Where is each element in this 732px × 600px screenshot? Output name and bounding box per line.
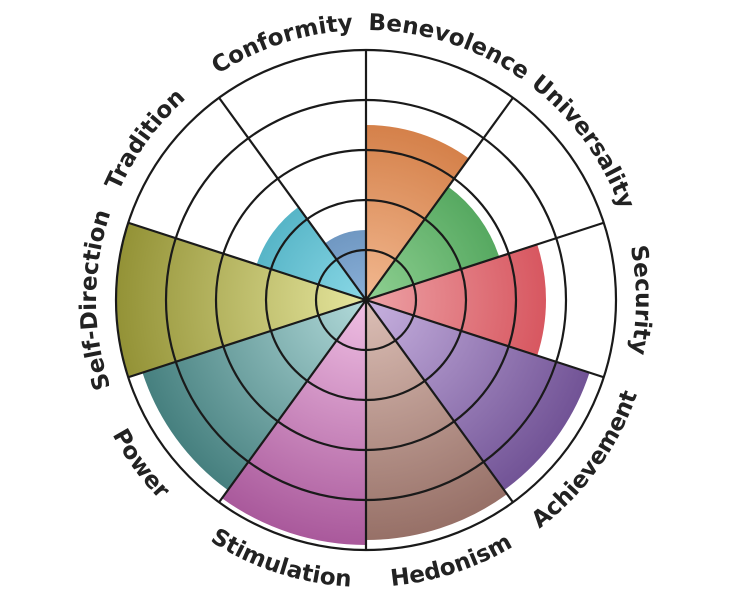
- label-hedonism: Hedonism: [389, 529, 516, 592]
- wedge-power: [142, 300, 366, 491]
- grid-spoke-8: [127, 221, 367, 302]
- label-conformity: Conformity: [207, 10, 353, 79]
- wedge-layer: [116, 125, 590, 545]
- wedge-tradition: [256, 206, 366, 300]
- grid-spoke-4: [365, 299, 514, 503]
- grid-spoke-6: [218, 299, 367, 503]
- wedge-self-direction: [116, 222, 367, 378]
- wedge-hedonism: [366, 300, 508, 540]
- wedge-universality: [366, 186, 500, 300]
- wedge-security: [366, 244, 546, 356]
- grid-layer: [114, 48, 618, 552]
- grid-spoke-2: [365, 221, 605, 302]
- grid-spoke-3: [365, 298, 605, 379]
- label-power: Power: [107, 425, 175, 505]
- wedge-stimulation: [221, 300, 366, 545]
- label-tradition: Tradition: [101, 84, 191, 194]
- grid-spoke-7: [127, 298, 367, 379]
- grid-spoke-9: [218, 97, 367, 301]
- label-benevolence: Benevolence: [368, 10, 534, 85]
- wedge-conformity: [324, 230, 366, 300]
- grid-spoke-1: [365, 97, 514, 301]
- label-universality: Universality: [526, 70, 639, 212]
- label-security: Security: [625, 243, 656, 357]
- label-self-direction: Self-Direction: [76, 207, 116, 394]
- wedge-achievement: [366, 300, 590, 491]
